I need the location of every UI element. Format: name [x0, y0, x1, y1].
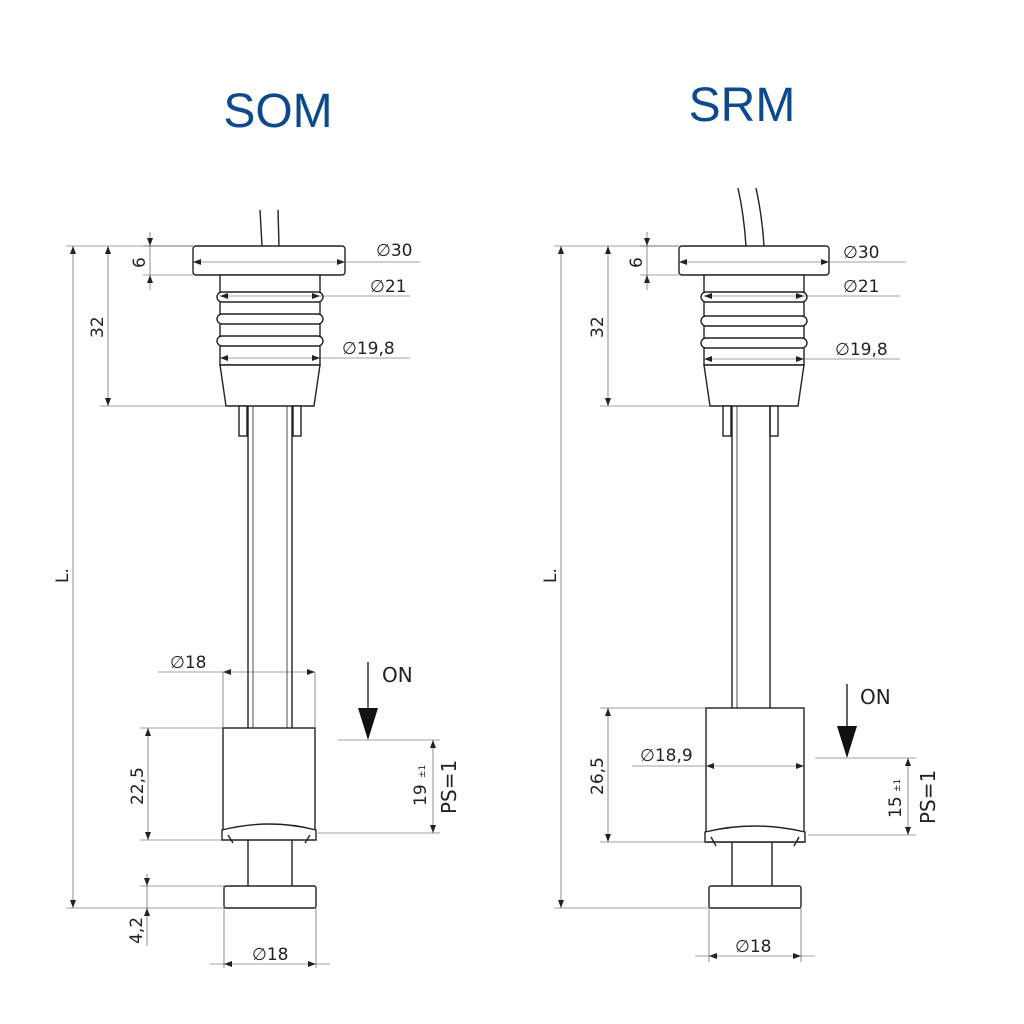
svg-text:∅18,9: ∅18,9 — [640, 746, 693, 766]
svg-text:∅21: ∅21 — [370, 277, 406, 297]
som-drawing: SOM ∅30 ∅21 — [53, 85, 461, 968]
som-on-label: ON — [382, 663, 413, 687]
svg-text:∅18: ∅18 — [735, 937, 771, 957]
svg-text:∅30: ∅30 — [843, 243, 879, 263]
srm-dim-inner-dia: 19,8 — [850, 340, 888, 360]
som-float — [222, 727, 316, 839]
som-dim-head-dia: 30 — [391, 241, 413, 261]
svg-text:∅21: ∅21 — [843, 277, 879, 297]
srm-head-flange — [678, 245, 830, 276]
srm-drawing: SRM ∅30 ∅21 — [541, 79, 940, 962]
som-ps-label: PS=1 — [437, 760, 461, 814]
srm-dim-thread-dia: 21 — [858, 277, 880, 297]
som-head-flange — [192, 245, 346, 276]
svg-text:∅18: ∅18 — [252, 945, 288, 965]
svg-text:±1: ±1 — [418, 765, 428, 778]
svg-text:∅30: ∅30 — [376, 241, 412, 261]
som-dim-length: L. — [53, 568, 73, 583]
svg-text:±1: ±1 — [893, 779, 903, 792]
som-taper — [219, 364, 321, 407]
som-dim-stop-height: 4,2 — [127, 917, 147, 944]
srm-dim-stop-dia: 18 — [750, 937, 772, 957]
srm-dim-switch: 15 — [886, 796, 906, 818]
som-dim-float-height: 22,5 — [128, 767, 148, 805]
som-dim-stop-dia: 18 — [267, 945, 289, 965]
svg-text:∅18: ∅18 — [170, 653, 206, 673]
srm-float — [705, 707, 805, 843]
srm-dim-float-height: 26,5 — [588, 757, 608, 795]
srm-dim-float-dia: 18,9 — [655, 746, 693, 766]
svg-text:∅19,8: ∅19,8 — [835, 340, 888, 360]
srm-cable — [737, 187, 765, 247]
som-dim-switch: 19 — [411, 784, 431, 806]
srm-dim-head-height: 6 — [627, 257, 647, 268]
srm-on-label: ON — [860, 685, 891, 709]
srm-dim-head-dia: 30 — [858, 243, 880, 263]
srm-ps-label: PS=1 — [916, 770, 940, 824]
som-cable — [259, 209, 280, 247]
som-dim-inner-dia: 19,8 — [357, 339, 395, 359]
srm-taper — [703, 364, 805, 407]
srm-dim-head-length: 32 — [588, 316, 608, 338]
som-dim-float-dia: 18 — [185, 653, 207, 673]
som-dim-head-length: 32 — [88, 316, 108, 338]
srm-dim-length: L. — [541, 568, 561, 583]
som-title: SOM — [223, 85, 332, 138]
som-end-stop — [223, 885, 317, 909]
srm-title: SRM — [689, 79, 796, 132]
svg-text:∅19,8: ∅19,8 — [342, 339, 395, 359]
srm-end-stop — [708, 885, 802, 909]
som-dim-head-height: 6 — [130, 257, 150, 268]
som-dim-thread-dia: 21 — [385, 277, 407, 297]
